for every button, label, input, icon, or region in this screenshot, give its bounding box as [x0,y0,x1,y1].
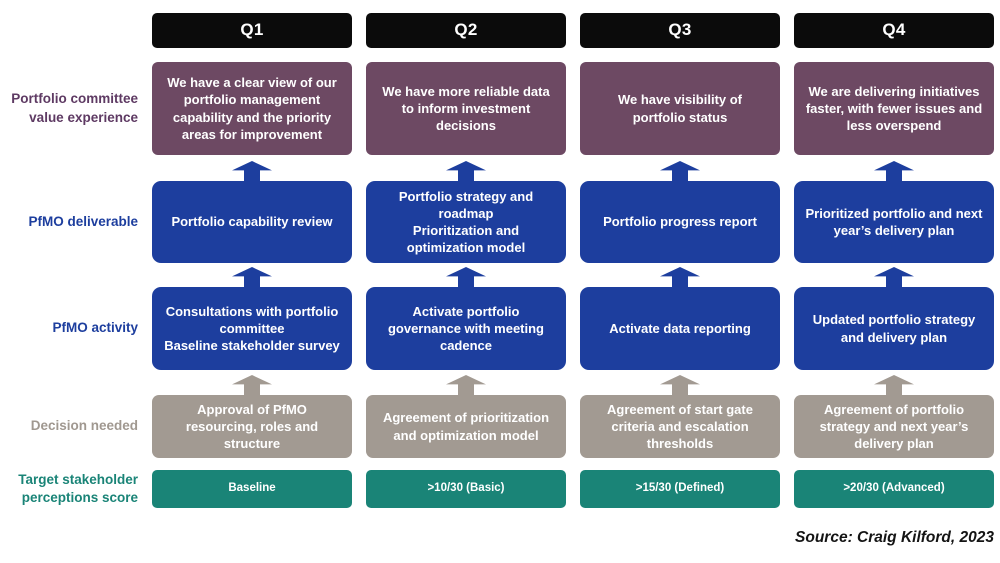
decision-box: Agreement of prioritization and optimiza… [366,395,566,458]
arrow-up-icon [446,267,486,287]
arrow-up-icon [874,267,914,287]
deliverable-box: Prioritized portfolio and next year’s de… [794,181,994,263]
arrow-up-icon [660,375,700,395]
value-experience-box: We are delivering initiatives faster, wi… [794,62,994,155]
decision-box: Agreement of start gate criteria and esc… [580,395,780,458]
quarter-header-q4: Q4 [794,13,994,48]
value-experience-box: We have a clear view of our portfolio ma… [152,62,352,155]
row-label-decision: Decision needed [30,418,138,434]
row-label-score: Target stakeholder perceptions score [18,471,138,505]
deliverable-box: Portfolio strategy and roadmap Prioritiz… [366,181,566,263]
activity-box: Activate portfolio governance with meeti… [366,287,566,370]
arrow-up-icon [232,267,272,287]
score-bar: >10/30 (Basic) [366,470,566,508]
quarter-header-q1: Q1 [152,13,352,48]
quarter-header-q3: Q3 [580,13,780,48]
roadmap-grid: Q1 Q2 Q3 Q4 Portfolio committee value ex… [11,13,994,508]
arrow-up-icon [446,161,486,181]
arrow-up-icon [660,161,700,181]
row-label-activity: PfMO activity [52,320,138,336]
score-bar: >15/30 (Defined) [580,470,780,508]
arrow-up-icon [874,161,914,181]
activity-box: Consultations with portfolio committee B… [152,287,352,370]
arrow-up-icon [232,375,272,395]
score-bar: Baseline [152,470,352,508]
arrow-up-icon [660,267,700,287]
activity-box: Updated portfolio strategy and delivery … [794,287,994,370]
arrow-up-icon [232,161,272,181]
deliverable-box: Portfolio progress report [580,181,780,263]
value-experience-box: We have more reliable data to inform inv… [366,62,566,155]
score-bar: >20/30 (Advanced) [794,470,994,508]
source-attribution: Source: Craig Kilford, 2023 [795,529,994,546]
row-label-value-experience: Portfolio committee value experience [11,91,138,125]
decision-box: Agreement of portfolio strategy and next… [794,395,994,458]
arrow-up-icon [446,375,486,395]
arrow-up-icon [874,375,914,395]
activity-box: Activate data reporting [580,287,780,370]
row-label-deliverable: PfMO deliverable [28,213,138,229]
deliverable-box: Portfolio capability review [152,181,352,263]
decision-box: Approval of PfMO resourcing, roles and s… [152,395,352,458]
quarter-header-q2: Q2 [366,13,566,48]
value-experience-box: We have visibility of portfolio status [580,62,780,155]
